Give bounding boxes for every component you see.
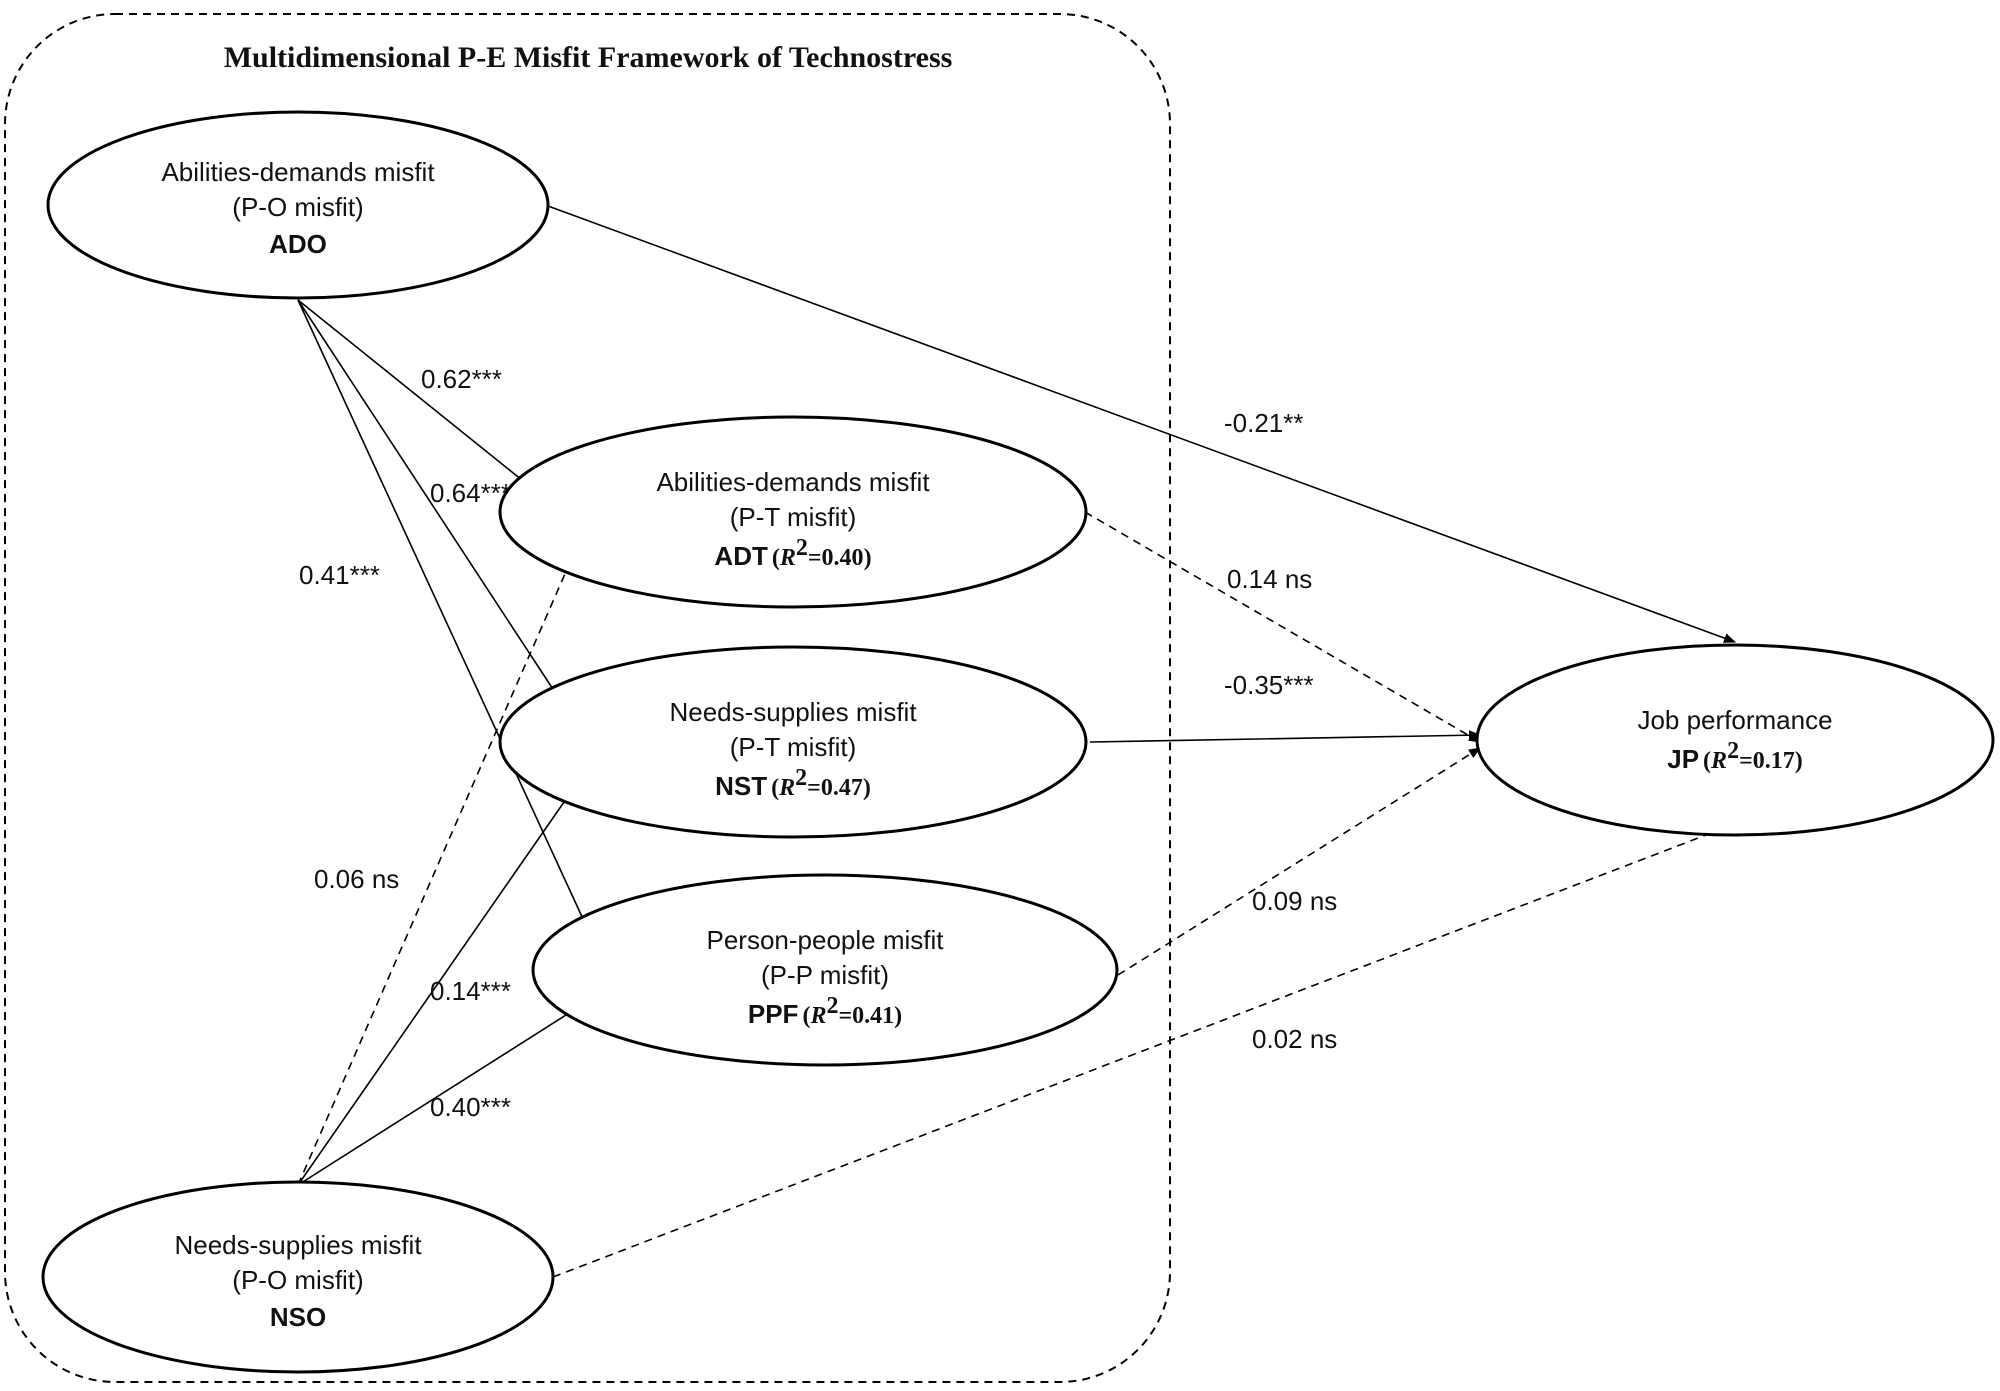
node-ppf-r2-value: =0.41 — [838, 1003, 894, 1029]
edge-nso-nst — [297, 755, 597, 1186]
edge-label-ppf-jp: 0.09 ns — [1252, 886, 1337, 916]
node-nso: Needs-supplies misfit (P-O misfit) NSO — [41, 1180, 555, 1374]
edge-label-adt-jp: 0.14 ns — [1227, 564, 1312, 594]
node-ppf-code-line: PPF (R2=0.41) — [748, 993, 902, 1029]
edge-label-ado-adt: 0.62*** — [421, 364, 502, 394]
node-ppf-r2-label: R — [809, 1003, 826, 1029]
node-adt: Abilities-demands misfit (P-T misfit) AD… — [498, 415, 1088, 609]
edge-label-ado-nst: 0.64*** — [430, 478, 511, 508]
node-nst-shape — [498, 645, 1088, 839]
edge-nst-jp — [1089, 730, 1481, 743]
node-nst: Needs-supplies misfit (P-T misfit) NST (… — [498, 645, 1088, 839]
edge-adt-jp — [1084, 511, 1481, 743]
node-jp-r2-label: R — [1710, 748, 1727, 774]
edge-label-nso-adt: 0.06 ns — [314, 864, 399, 894]
node-ppf-shape — [531, 873, 1119, 1067]
edge-label-nso-nst: 0.14*** — [430, 976, 511, 1006]
node-adt-r2-value: =0.40 — [808, 545, 864, 571]
node-adt-code: ADT — [714, 541, 768, 571]
node-jp-code-line: JP (R2=0.17) — [1667, 738, 1803, 774]
node-ado-shape — [46, 110, 550, 300]
node-nso-line2: (P-O misfit) — [232, 1265, 363, 1295]
edge-nso-ppf — [297, 981, 619, 1186]
node-ado-line1: Abilities-demands misfit — [161, 157, 435, 187]
edge-label-nst-jp: -0.35*** — [1224, 670, 1314, 700]
node-ppf: Person-people misfit (P-P misfit) PPF (R… — [531, 873, 1119, 1067]
node-jp-shape — [1475, 643, 1995, 837]
node-nst-line1: Needs-supplies misfit — [669, 697, 917, 727]
node-nst-code-line: NST (R2=0.47) — [715, 765, 871, 801]
node-nso-shape — [41, 1180, 555, 1374]
node-nst-code: NST — [715, 771, 767, 801]
node-adt-line2: (P-T misfit) — [730, 502, 857, 532]
node-adt-line1: Abilities-demands misfit — [656, 467, 930, 497]
node-adt-r2-label: R — [779, 545, 796, 571]
node-ppf-line2: (P-P misfit) — [761, 960, 889, 990]
node-jp-code: JP — [1667, 744, 1699, 774]
edge-label-nso-ppf: 0.40*** — [430, 1092, 511, 1122]
node-ado: Abilities-demands misfit (P-O misfit) AD… — [46, 110, 550, 300]
framework-title: Multidimensional P-E Misfit Framework of… — [224, 41, 953, 74]
edge-label-nso-jp: 0.02 ns — [1252, 1024, 1337, 1054]
node-adt-code-line: ADT (R2=0.40) — [714, 535, 871, 571]
edge-labels-layer: 0.62*** 0.64*** 0.41*** -0.21** 0.06 ns … — [299, 364, 1337, 1122]
node-nst-line2: (P-T misfit) — [730, 732, 857, 762]
edge-ado-jp — [547, 205, 1736, 643]
node-jp-r2-value: =0.17 — [1739, 748, 1795, 774]
node-ppf-line1: Person-people misfit — [707, 925, 945, 955]
edge-label-ado-ppf: 0.41*** — [299, 560, 380, 590]
edge-ppf-jp — [1117, 747, 1481, 976]
node-ado-line2: (P-O misfit) — [232, 192, 363, 222]
node-nso-code: NSO — [270, 1302, 326, 1332]
node-nso-line1: Needs-supplies misfit — [174, 1230, 422, 1260]
node-jp-line1: Job performance — [1637, 705, 1832, 735]
node-jp: Job performance JP (R2=0.17) — [1475, 643, 1995, 837]
node-ado-code: ADO — [269, 229, 327, 259]
node-ppf-code: PPF — [748, 999, 799, 1029]
edge-nso-adt — [297, 527, 586, 1186]
node-nst-r2-value: =0.47 — [807, 775, 863, 801]
edge-ado-ppf — [297, 299, 602, 959]
edge-nso-jp — [552, 821, 1741, 1278]
edges-layer — [297, 205, 1741, 1278]
node-nst-r2-label: R — [778, 775, 795, 801]
node-adt-shape — [498, 415, 1088, 609]
edge-ado-nst — [297, 299, 584, 736]
edge-label-ado-jp: -0.21** — [1224, 408, 1304, 438]
